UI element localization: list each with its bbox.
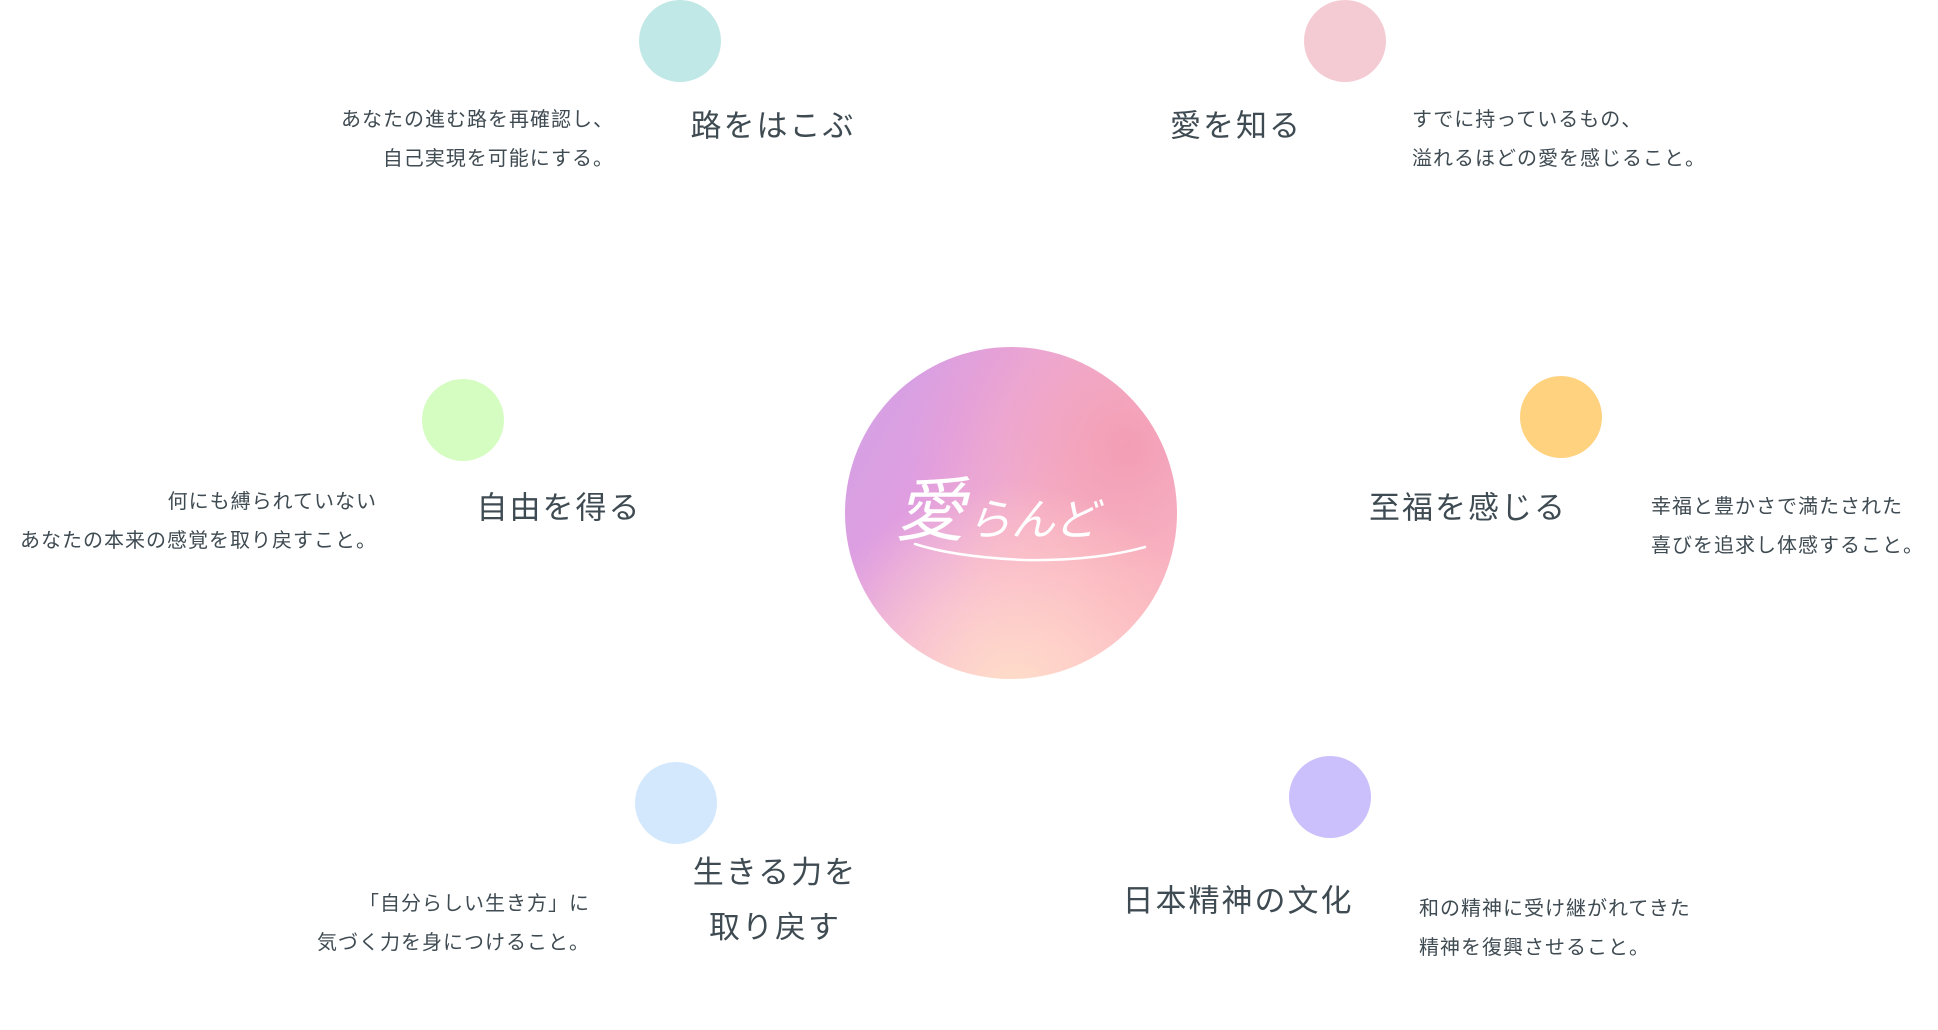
item-desc-love: すでに持っているもの、 溢れるほどの愛を感じること。 <box>1412 100 1706 178</box>
pink-dot-icon <box>1304 0 1386 82</box>
title-line: 路をはこぶ <box>690 108 856 145</box>
item-title-path: 路をはこぶ <box>691 100 856 155</box>
item-title-freedom: 自由を得る <box>477 482 642 537</box>
desc-line: 何にも縛られていない <box>167 489 377 513</box>
desc-line: 和の精神に受け継がれてきた <box>1419 896 1691 920</box>
item-desc-path: あなたの進む路を再確認し、 自己実現を可能にする。 <box>341 100 614 178</box>
item-desc-freedom: 何にも縛られていない あなたの本来の感覚を取り戻すこと。 <box>20 482 377 560</box>
item-desc-japanese-spirit: 和の精神に受け継がれてきた 精神を復興させること。 <box>1419 889 1691 967</box>
title-line: 自由を得る <box>476 490 642 527</box>
item-title-life-force: 生きる力を 取り戻す <box>693 846 857 956</box>
brand-logo: 愛らんど <box>845 347 1177 679</box>
item-desc-life-force: 「自分らしい生き方」に 気づく力を身につけること。 <box>317 884 590 962</box>
desc-line: あなたの本来の感覚を取り戻すこと。 <box>20 528 377 552</box>
center-logo-circle: 愛らんど <box>845 347 1177 679</box>
blue-dot-icon <box>635 762 717 844</box>
desc-line: 気づく力を身につけること。 <box>317 930 590 954</box>
desc-line: 自己実現を可能にする。 <box>382 146 614 170</box>
orange-dot-icon <box>1520 376 1602 458</box>
title-line: 生きる力を <box>692 855 858 891</box>
title-line: 至福を感じる <box>1369 490 1567 527</box>
desc-line: 幸福と豊かさで満たされた <box>1651 494 1903 518</box>
green-dot-icon <box>422 379 504 461</box>
item-title-bliss: 至福を感じる <box>1369 482 1567 537</box>
desc-line: 精神を復興させること。 <box>1419 935 1650 959</box>
desc-line: すでに持っているもの、 <box>1412 107 1643 131</box>
desc-line: 「自分らしい生き方」に <box>359 891 590 915</box>
logo-text-main: 愛 <box>895 470 965 552</box>
title-line: 取り戻す <box>708 910 841 946</box>
item-title-love: 愛を知る <box>1170 100 1302 155</box>
title-line: 日本精神の文化 <box>1122 883 1354 920</box>
teal-dot-icon <box>639 0 721 82</box>
logo-swoosh-icon <box>913 542 1147 562</box>
desc-line: あなたの進む路を再確認し、 <box>341 107 614 131</box>
desc-line: 喜びを追求し体感すること。 <box>1651 533 1924 557</box>
purple-dot-icon <box>1289 756 1371 838</box>
desc-line: 溢れるほどの愛を感じること。 <box>1412 146 1706 170</box>
item-title-japanese-spirit: 日本精神の文化 <box>1123 875 1354 930</box>
item-desc-bliss: 幸福と豊かさで満たされた 喜びを追求し体感すること。 <box>1651 487 1924 565</box>
logo-text-sub: らんど <box>967 495 1098 546</box>
title-line: 愛を知る <box>1170 108 1302 145</box>
